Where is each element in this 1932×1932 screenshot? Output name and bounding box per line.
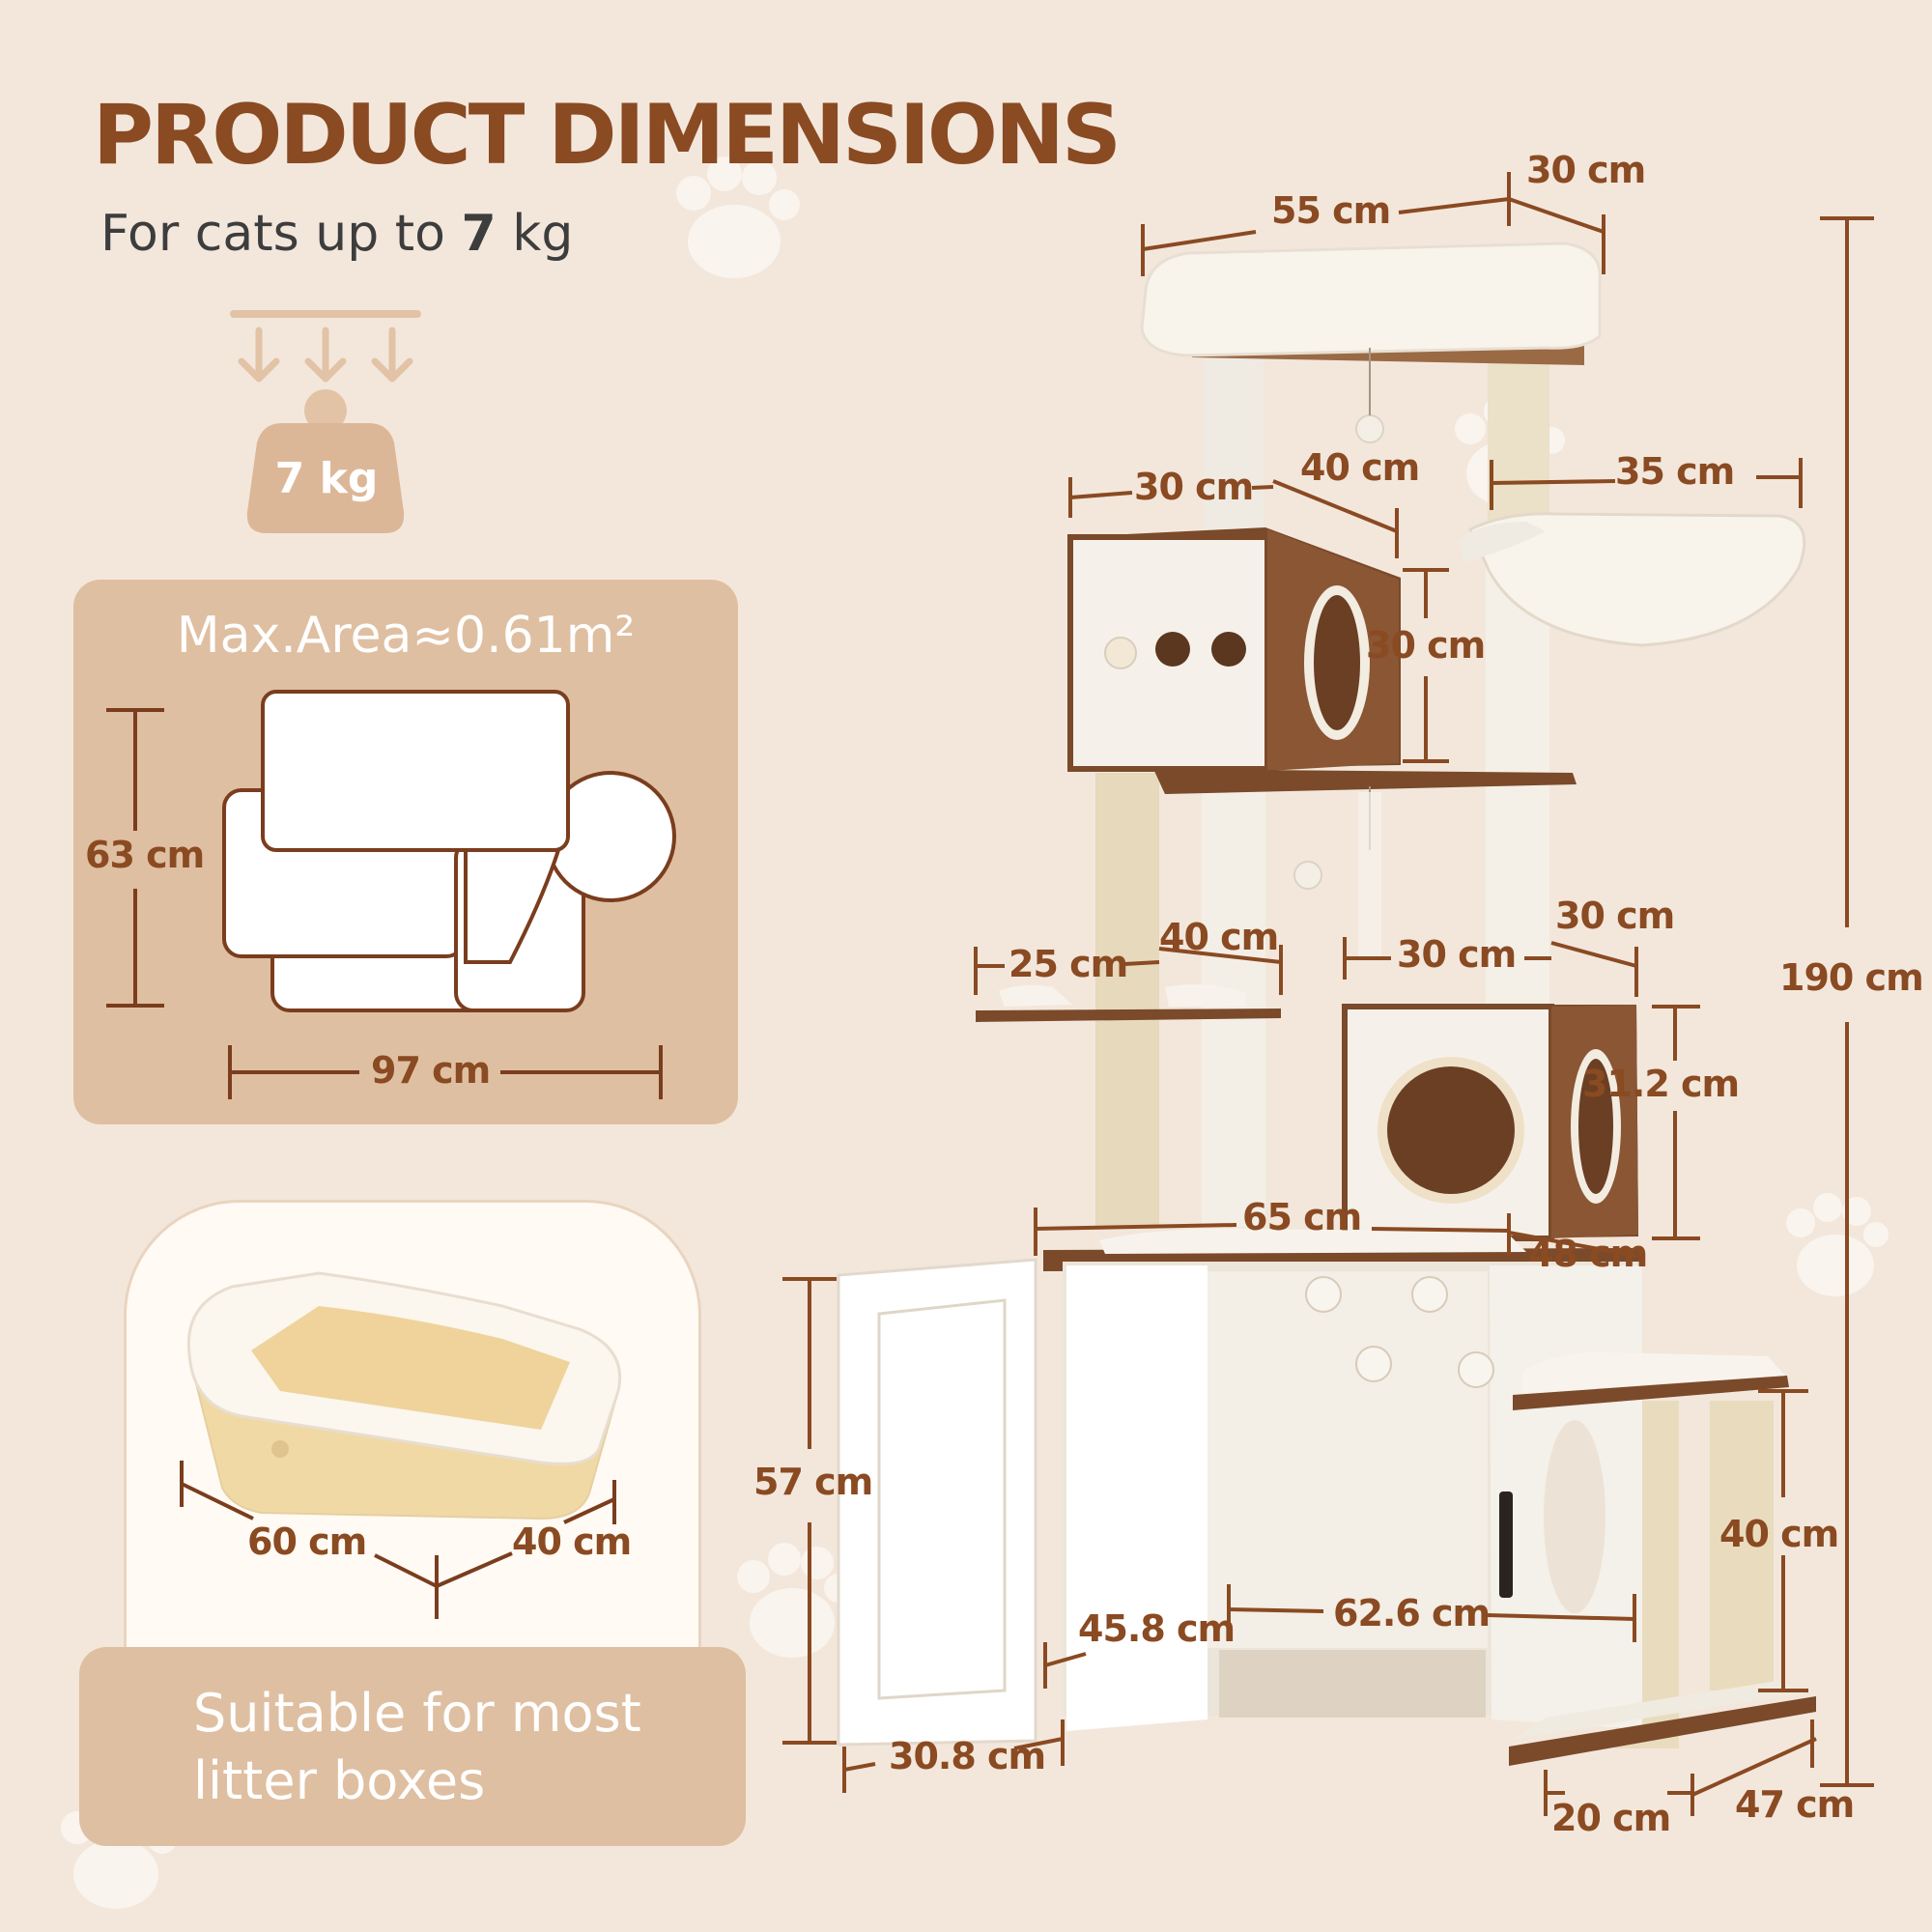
- dim-small-platform-width: 25 cm: [1009, 943, 1128, 985]
- dim-hammock-width: 35 cm: [1615, 450, 1735, 493]
- dim-cabinet-top-width: 65 cm: [1242, 1196, 1362, 1238]
- weight-capacity-subtitle: For cats up to 7 kg: [100, 205, 574, 263]
- litter-box-length-label: 60 cm: [247, 1520, 367, 1563]
- dim-lower-condo-depth: 30 cm: [1555, 895, 1675, 937]
- area-height-label: 63 cm: [85, 834, 205, 876]
- dim-upper-condo-width: 30 cm: [1134, 466, 1254, 508]
- dim-upper-condo-height: 30 cm: [1366, 624, 1486, 667]
- dim-top-width: 55 cm: [1271, 189, 1391, 232]
- max-area-title: Max.Area≈0.61m²: [176, 607, 636, 665]
- dim-cabinet-height: 57 cm: [753, 1461, 873, 1503]
- dim-lower-condo-width: 30 cm: [1397, 933, 1517, 976]
- dim-inner-width: 62.6 cm: [1333, 1592, 1491, 1634]
- paw-icon: [676, 156, 800, 278]
- dim-step-height: 40 cm: [1719, 1513, 1839, 1555]
- page-title: PRODUCT DIMENSIONS: [93, 87, 1122, 184]
- dim-lower-condo-height: 31.2 cm: [1582, 1063, 1740, 1105]
- upper-condo: [1067, 527, 1401, 772]
- litter-box-width-label: 40 cm: [512, 1520, 632, 1563]
- area-width-label: 97 cm: [371, 1049, 491, 1092]
- weight-icon-label: 7 kg: [274, 454, 379, 503]
- dim-total-height: 190 cm: [1779, 956, 1924, 999]
- dim-door-width: 30.8 cm: [889, 1735, 1046, 1777]
- dim-step-width: 20 cm: [1551, 1797, 1671, 1839]
- dim-upper-condo-depth: 40 cm: [1300, 446, 1420, 489]
- dim-inner-depth: 45.8 cm: [1078, 1607, 1236, 1650]
- dim-top-depth: 30 cm: [1526, 149, 1646, 191]
- top-perch: [1140, 242, 1602, 365]
- dim-step-depth: 47 cm: [1735, 1783, 1855, 1826]
- side-step: [1509, 1351, 1816, 1766]
- dim-cabinet-top-depth: 48 cm: [1528, 1233, 1648, 1275]
- dim-small-platform-depth: 40 cm: [1159, 916, 1279, 958]
- litter-cabinet: [837, 1228, 1642, 1747]
- lower-condo: [1342, 1004, 1638, 1241]
- paw-icon: [1786, 1193, 1889, 1296]
